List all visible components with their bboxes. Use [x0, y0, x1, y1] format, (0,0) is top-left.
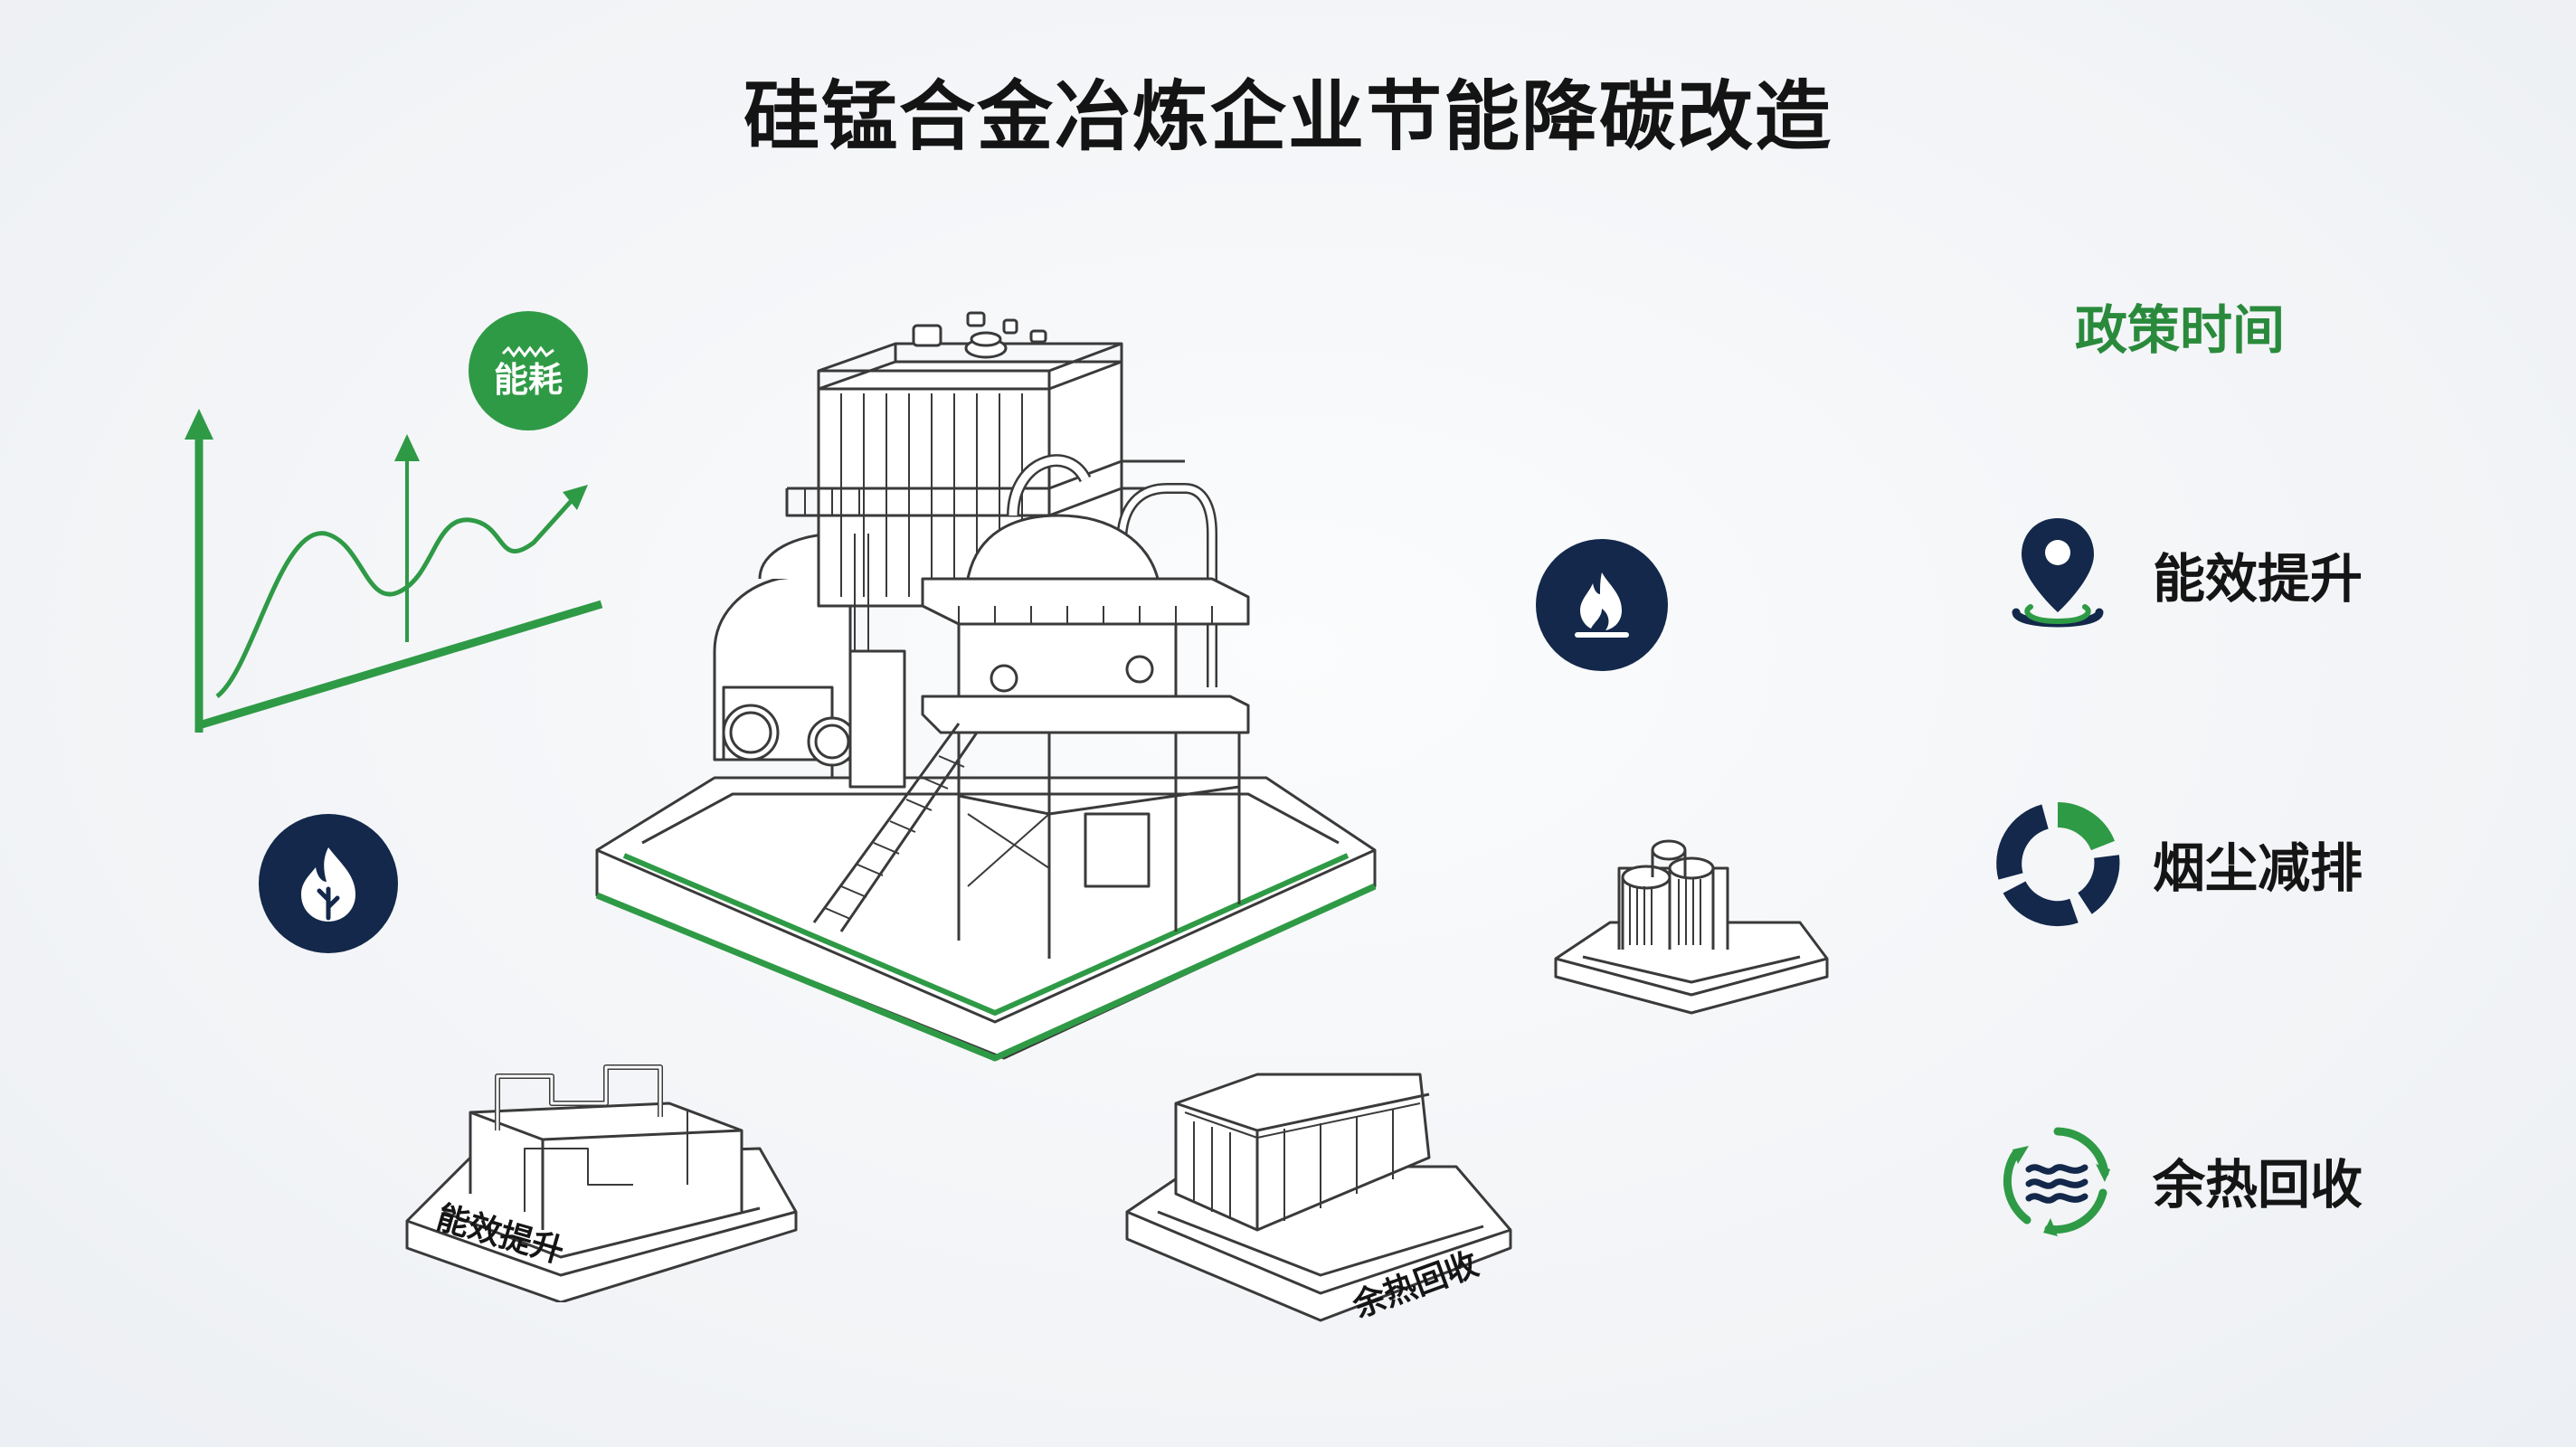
location-pin-icon: [2012, 518, 2104, 628]
legend-item-dust: 烟尘减排: [1990, 796, 2363, 932]
furnace-plant-illustration: [595, 311, 1377, 1062]
legend-label-efficiency: 能效提升: [2153, 548, 2363, 610]
leaf-flame-badge: [259, 814, 398, 953]
legend-item-efficiency: 能效提升: [1990, 506, 2363, 642]
chart-wave-line: [215, 496, 576, 698]
efficiency-module-illustration: [405, 1064, 798, 1302]
trend-chart: [185, 409, 603, 733]
chart-baseline: [197, 600, 603, 730]
platform-base: [595, 776, 1377, 1060]
wave-icon: [501, 345, 554, 358]
policy-heading: 政策时间: [2074, 299, 2285, 361]
chart-marker-arrowhead: [394, 434, 420, 461]
leaf-flame-icon: [301, 847, 355, 922]
legend-label-heat: 余热回收: [2153, 1154, 2363, 1215]
tank-module-illustration: [1554, 839, 1829, 1015]
flame-badge: [1536, 539, 1668, 671]
chart-y-axis-arrowhead: [185, 409, 213, 440]
energy-badge-label: 能耗: [493, 360, 563, 400]
energy-badge: 能耗: [469, 311, 588, 430]
page-title: 硅锰合金冶炼企业节能降碳改造: [743, 72, 1833, 161]
ring-segments-icon: [1996, 802, 2120, 927]
heat-recovery-module-illustration: [1125, 1073, 1512, 1322]
recycle-wave-icon: [2003, 1127, 2110, 1236]
flame-icon: [1575, 572, 1629, 638]
legend-label-dust: 烟尘减排: [2153, 837, 2363, 899]
legend-item-heat: 余热回收: [1990, 1112, 2363, 1248]
chart-wave-arrowhead: [563, 485, 588, 510]
ladder: [812, 723, 979, 932]
